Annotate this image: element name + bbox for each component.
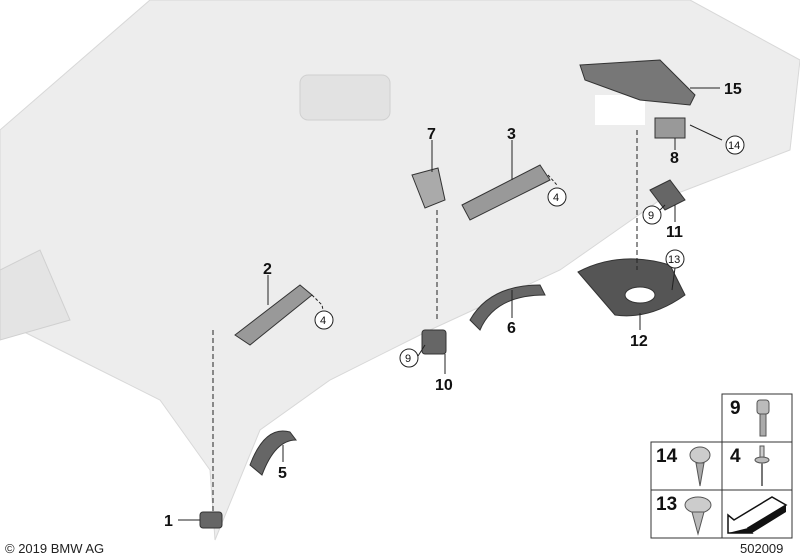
screw-icon [756,399,770,437]
part-10[interactable] [421,329,447,355]
copyright: © 2019 BMW AG [5,541,105,556]
label-2: 2 [263,261,272,278]
leader-lines [178,87,723,521]
circle-label-9: 9 [648,210,654,222]
circle-label-4: 4 [320,315,326,327]
label-6: 6 [507,320,516,337]
label-10: 10 [435,377,453,394]
arrow-icon [727,496,788,534]
circle-label-14: 14 [728,140,740,152]
dome-light-recess [299,74,391,121]
part-12[interactable] [577,258,686,317]
clip-icon [684,496,712,536]
circle-label-9: 9 [405,353,411,365]
label-7: 7 [427,126,436,143]
diagram-number: 502009 [740,541,784,556]
label-3: 3 [507,126,516,143]
part-1[interactable] [199,511,223,529]
opening [595,95,645,125]
fastener-legend [650,393,793,539]
label-15: 15 [724,81,742,98]
part-3[interactable] [461,164,551,221]
label-8: 8 [670,150,679,167]
label-12: 12 [630,333,648,350]
legend-number-14: 14 [656,446,678,467]
circle-label-4: 4 [553,192,559,204]
circle-label-13: 13 [668,254,680,266]
headliner [0,0,800,541]
part-15[interactable] [579,59,696,106]
label-1: 1 [164,513,173,530]
rear-recess [0,249,71,341]
part-11[interactable] [649,179,686,211]
legend-number-4: 4 [730,446,741,467]
part-7[interactable] [411,167,446,209]
legend-number-13: 13 [656,494,677,515]
legend-number-9: 9 [730,398,741,419]
part-6[interactable] [469,284,546,331]
part-5[interactable] [249,430,297,476]
label-5: 5 [278,465,287,482]
part-8[interactable] [654,117,686,139]
label-11: 11 [666,224,683,241]
rivet-icon [754,445,770,486]
self-tapping-screw-icon [689,446,711,487]
